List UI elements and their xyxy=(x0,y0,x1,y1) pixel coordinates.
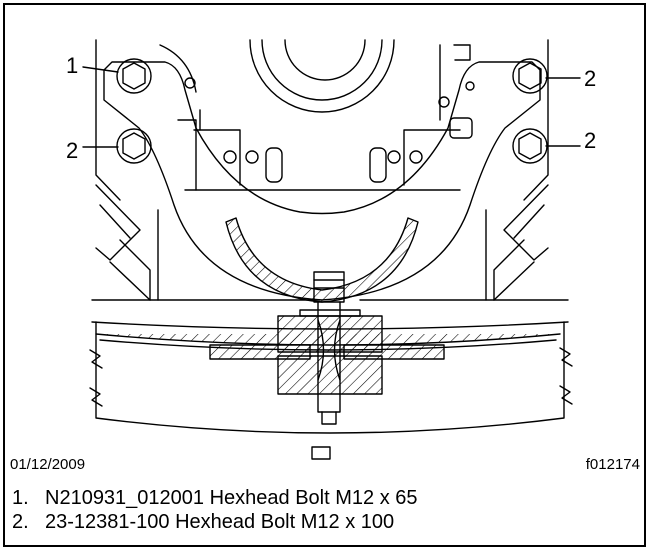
figure-frame xyxy=(3,3,646,547)
legend-number: 2. xyxy=(12,511,29,533)
legend-item: 1. N210931_012001 Hexhead Bolt M12 x 65 xyxy=(12,486,418,510)
callout-2-upper-right-label: 2 xyxy=(584,66,597,91)
engine-block xyxy=(95,39,549,201)
figure-id: f012174 xyxy=(585,456,640,473)
center-bolt-icon xyxy=(311,271,345,460)
callout-1-label: 1 xyxy=(66,53,79,78)
legend-text: N210931_012001 Hexhead Bolt M12 x 65 xyxy=(45,487,418,509)
bolt-1-icon xyxy=(116,58,152,94)
legend-text: 23-12381-100 Hexhead Bolt M12 x 100 xyxy=(45,511,395,533)
lower-block-details xyxy=(95,184,549,301)
figure-date: 01/12/2009 xyxy=(10,456,86,473)
callout-2-lower-left-label: 2 xyxy=(66,138,79,163)
parts-legend: 1. N210931_012001 Hexhead Bolt M12 x 65 … xyxy=(12,486,418,534)
bolt-2-upper-right-icon xyxy=(512,58,548,94)
legend-number: 1. xyxy=(12,487,29,509)
callout-2-lower-right-label: 2 xyxy=(584,128,597,153)
mounting-bracket xyxy=(103,61,541,303)
legend-item: 2. 23-12381-100 Hexhead Bolt M12 x 100 xyxy=(12,510,418,534)
isolator-assembly xyxy=(209,309,445,395)
engine-mount-diagram xyxy=(82,39,581,460)
bolt-2-lower-right-icon xyxy=(512,128,548,164)
bolt-2-lower-left-icon xyxy=(116,128,152,164)
